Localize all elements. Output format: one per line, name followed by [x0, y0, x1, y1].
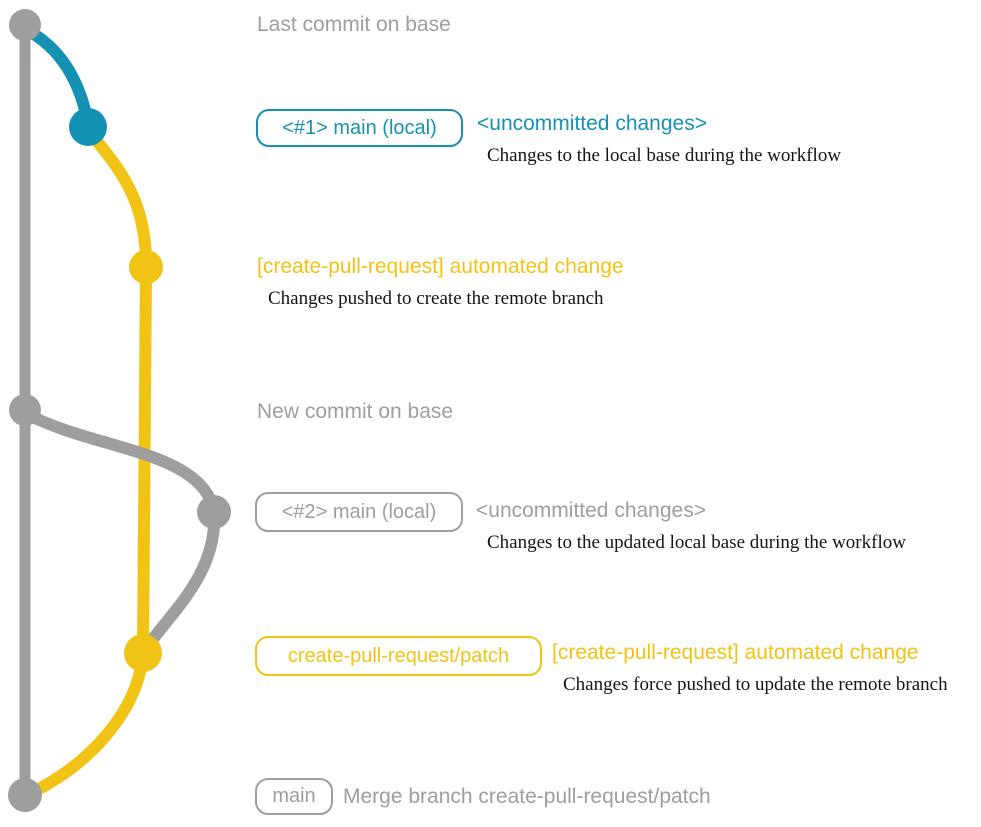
branch-edge-force-push: [139, 506, 221, 656]
branch-edge-local-main-2: [21, 408, 220, 516]
label-last-commit-on-base: Last commit on base: [257, 13, 451, 36]
branch-badge-create-pull-request-patch: create-pull-request/patch: [255, 636, 542, 676]
commit-node-merge-commit: [8, 778, 42, 812]
caption-local-base-changes-1: Changes to the local base during the wor…: [487, 145, 842, 166]
commit-node-uncommitted-changes-2: [197, 495, 231, 529]
caption-push-create-remote-branch: Changes pushed to create the remote bran…: [268, 288, 604, 309]
commit-node-new-commit-on-base: [9, 394, 41, 426]
commit-node-automated-change-1: [129, 250, 163, 284]
title-automated-change-2: [create-pull-request] automated change: [552, 641, 919, 664]
commit-node-last-commit-on-base: [9, 9, 41, 41]
status-uncommitted-changes-1: <uncommitted changes>: [477, 112, 707, 135]
branch-edge-create-remote-branch: [84, 126, 152, 270]
label-merge-branch: Merge branch create-pull-request/patch: [343, 785, 711, 808]
branch-badge-main-local-1: <#1> main (local): [256, 109, 463, 147]
commit-node-automated-change-2: [124, 634, 162, 672]
commit-node-uncommitted-changes-1: [69, 108, 107, 146]
branch-edge-local-main-1: [21, 24, 94, 130]
status-uncommitted-changes-2: <uncommitted changes>: [476, 499, 706, 522]
caption-local-base-changes-2: Changes to the updated local base during…: [487, 532, 906, 553]
caption-force-push-remote-branch: Changes force pushed to update the remot…: [563, 674, 948, 695]
title-automated-change-1: [create-pull-request] automated change: [257, 255, 624, 278]
branch-badge-main-local-2: <#2> main (local): [255, 492, 463, 532]
branch-badge-main: main: [255, 778, 333, 815]
branch-edge-merge: [21, 649, 149, 801]
label-new-commit-on-base: New commit on base: [257, 400, 454, 423]
